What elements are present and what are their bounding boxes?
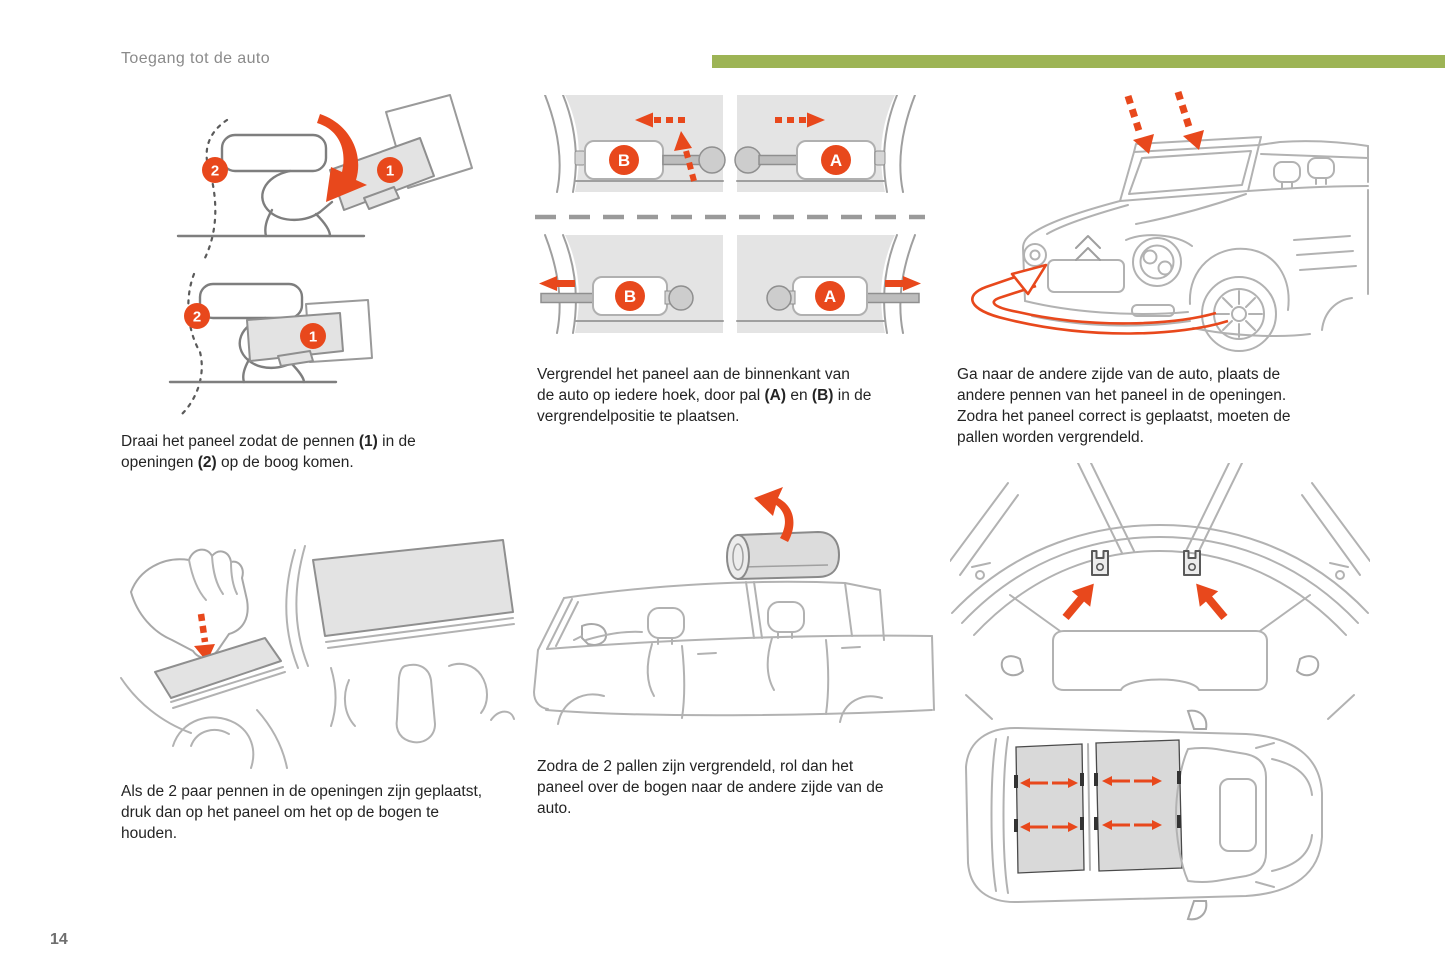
caption-roll-panel: Zodra de 2 pallen zijn vergrendeld, rol …	[537, 758, 884, 817]
interior-seats-sketch	[330, 662, 515, 744]
page-number: 14	[50, 931, 68, 948]
caption-press-panel: Als de 2 paar pennen in de openingen zij…	[121, 783, 483, 842]
figure-press-panel	[120, 539, 515, 769]
panel-clip	[1183, 550, 1201, 576]
latch-direction-arrows	[1020, 776, 1162, 832]
figure-lock-pals-ab: B A B	[535, 95, 925, 334]
panel-clip	[1091, 550, 1109, 576]
dashed-arrow-up-icon	[682, 146, 697, 182]
arrow-up-right-icon	[1062, 583, 1094, 620]
latch-b-locked: B	[539, 276, 694, 316]
rolled-panel-sketch	[726, 530, 841, 581]
arrow-up-left-icon	[1196, 583, 1228, 620]
citroen-chevrons-icon	[1075, 235, 1101, 261]
page-title: Toegang tot de auto	[121, 50, 271, 67]
badge-opening-2: 2	[202, 157, 228, 183]
svg-text:1: 1	[309, 329, 317, 346]
badge-opening-2: 2	[184, 303, 210, 329]
car-top-view-sketch	[965, 709, 1323, 921]
latch-b-unlocked: B	[574, 112, 726, 182]
svg-text:A: A	[830, 151, 842, 170]
dashed-arrow-down-icon	[194, 613, 215, 662]
caption-lock-pals: Vergrendel het paneel aan de binnenkant …	[537, 366, 872, 425]
latch-marks	[1014, 771, 1181, 832]
hand-pressing-sketch	[130, 548, 249, 659]
latch-a-locked: A	[766, 276, 921, 316]
caption-other-side: Ga naar de andere zijde van de auto, pla…	[957, 366, 1291, 446]
svg-text:2: 2	[193, 309, 201, 326]
roll-arrow-icon	[754, 487, 794, 542]
badge-pin-1: 1	[300, 323, 326, 349]
arrow-right-icon	[885, 280, 903, 287]
curved-arrow-icon	[317, 114, 367, 202]
latch-a-unlocked: A	[734, 112, 886, 180]
dashed-arrow-down-icon	[1174, 90, 1204, 150]
car-side-sketch	[533, 580, 935, 725]
figure-roll-panel	[533, 487, 935, 725]
figure-walk-around-car	[971, 90, 1369, 352]
accent-bar	[712, 55, 1445, 68]
car-front-sketch	[1022, 136, 1369, 352]
windscreen-frame-sketch	[950, 463, 1370, 720]
svg-text:1: 1	[386, 163, 394, 180]
svg-text:B: B	[618, 151, 630, 170]
dashed-arrow-down-icon	[1124, 94, 1154, 154]
badge-pin-1: 1	[377, 157, 403, 183]
figure-clips-top-view	[950, 463, 1370, 921]
walk-around-arrow-icon	[971, 263, 1229, 335]
svg-text:B: B	[624, 287, 636, 306]
svg-text:2: 2	[211, 163, 219, 180]
figure-rotate-panel-pins: 2 1 2 1	[168, 94, 473, 416]
arrow-left-icon	[557, 280, 575, 287]
caption-rotate-panel: Draai het paneel zodat de pennen (1) in …	[121, 433, 416, 471]
svg-text:A: A	[824, 287, 836, 306]
